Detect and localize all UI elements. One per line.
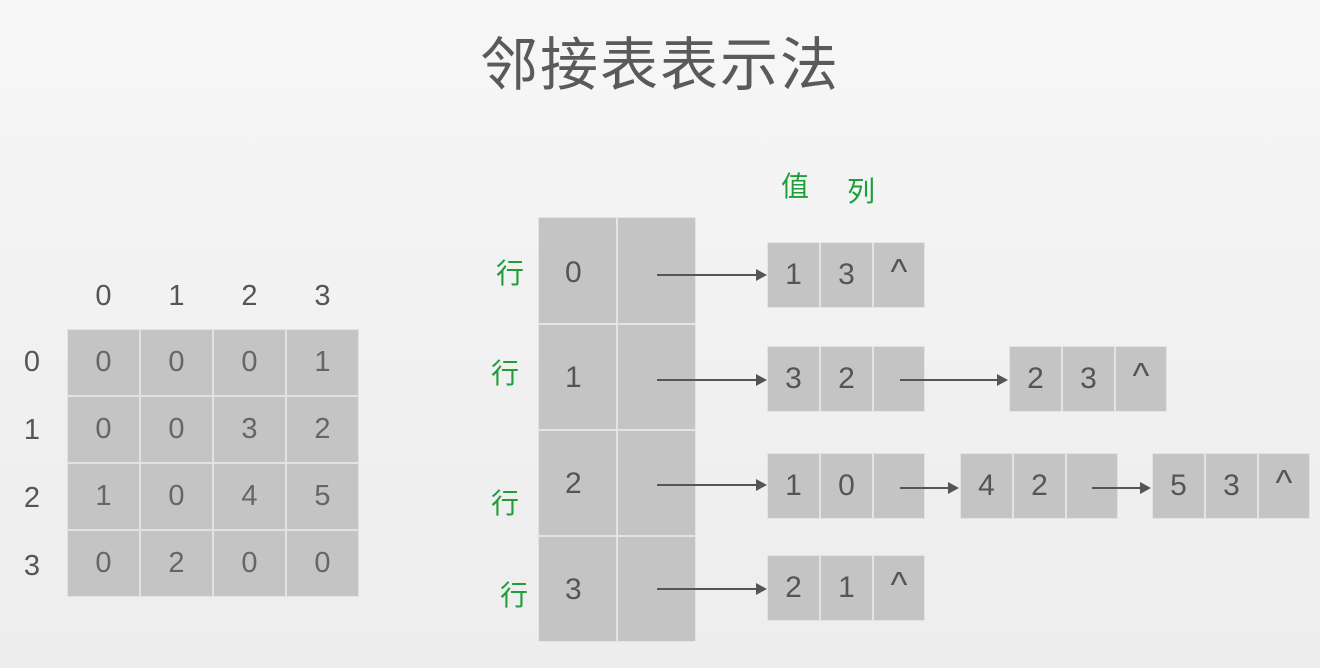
matrix-cell: 0 — [213, 530, 286, 597]
node-col-cell: 3 — [1062, 346, 1115, 412]
matrix-row-header: 2 — [23, 482, 41, 514]
matrix-row-header: 1 — [23, 414, 41, 446]
node-col-cell: 3 — [1205, 453, 1258, 519]
matrix-col-header: 2 — [241, 280, 258, 312]
node-col-cell: 1 — [820, 555, 873, 621]
head-index-cell: 2 — [538, 430, 617, 536]
node-value-cell: 3 — [767, 346, 820, 412]
matrix-col-header: 3 — [314, 280, 331, 312]
node-null-cell: ^ — [1115, 346, 1167, 412]
head-index-cell: 3 — [538, 536, 617, 642]
matrix-cell: 0 — [286, 530, 359, 597]
row-label: 行 — [496, 257, 525, 290]
matrix-cell: 5 — [286, 463, 359, 530]
column-header: 列 — [847, 175, 876, 208]
matrix-cell: 2 — [286, 396, 359, 463]
pointer-arrow — [1092, 482, 1151, 494]
node-value-cell: 2 — [767, 555, 820, 621]
pointer-arrow — [657, 269, 767, 281]
pointer-arrow — [900, 482, 959, 494]
row-label: 行 — [491, 487, 520, 520]
node-col-cell: 3 — [820, 242, 873, 308]
node-value-cell: 1 — [767, 242, 820, 308]
node-null-cell: ^ — [873, 555, 925, 621]
matrix-cell: 0 — [140, 463, 213, 530]
row-label: 行 — [500, 579, 529, 612]
pointer-arrow — [657, 374, 767, 386]
head-pointer-cell — [617, 217, 696, 324]
head-pointer-cell — [617, 430, 696, 536]
matrix-cell: 3 — [213, 396, 286, 463]
node-col-cell: 2 — [820, 346, 873, 412]
matrix-cell: 1 — [286, 329, 359, 396]
matrix-col-header: 0 — [95, 280, 112, 312]
node-value-cell: 5 — [1152, 453, 1205, 519]
matrix-col-header: 1 — [168, 280, 185, 312]
matrix-cell: 0 — [140, 396, 213, 463]
node-value-cell: 2 — [1009, 346, 1062, 412]
head-pointer-cell — [617, 324, 696, 430]
matrix-cell: 0 — [140, 329, 213, 396]
matrix-cell: 4 — [213, 463, 286, 530]
matrix-cell: 0 — [67, 396, 140, 463]
matrix-cell: 1 — [67, 463, 140, 530]
node-value-cell: 1 — [767, 453, 820, 519]
matrix-cell: 0 — [67, 530, 140, 597]
matrix-cell: 2 — [140, 530, 213, 597]
head-index-cell: 1 — [538, 324, 617, 430]
matrix-cell: 0 — [67, 329, 140, 396]
node-next-cell — [873, 453, 925, 519]
head-index-cell: 0 — [538, 217, 617, 324]
matrix-cell: 0 — [213, 329, 286, 396]
node-value-cell: 4 — [960, 453, 1013, 519]
node-col-cell: 2 — [1013, 453, 1066, 519]
page-title: 邻接表表示法 — [479, 31, 840, 99]
pointer-arrow — [657, 479, 767, 491]
pointer-arrow — [900, 374, 1008, 386]
pointer-arrow — [657, 583, 767, 595]
node-next-cell — [1066, 453, 1118, 519]
row-label: 行 — [491, 357, 520, 390]
matrix-row-header: 3 — [23, 550, 41, 582]
node-null-cell: ^ — [1258, 453, 1310, 519]
value-header: 值 — [781, 170, 810, 203]
node-null-cell: ^ — [873, 242, 925, 308]
matrix-row-header: 0 — [23, 346, 41, 378]
node-col-cell: 0 — [820, 453, 873, 519]
